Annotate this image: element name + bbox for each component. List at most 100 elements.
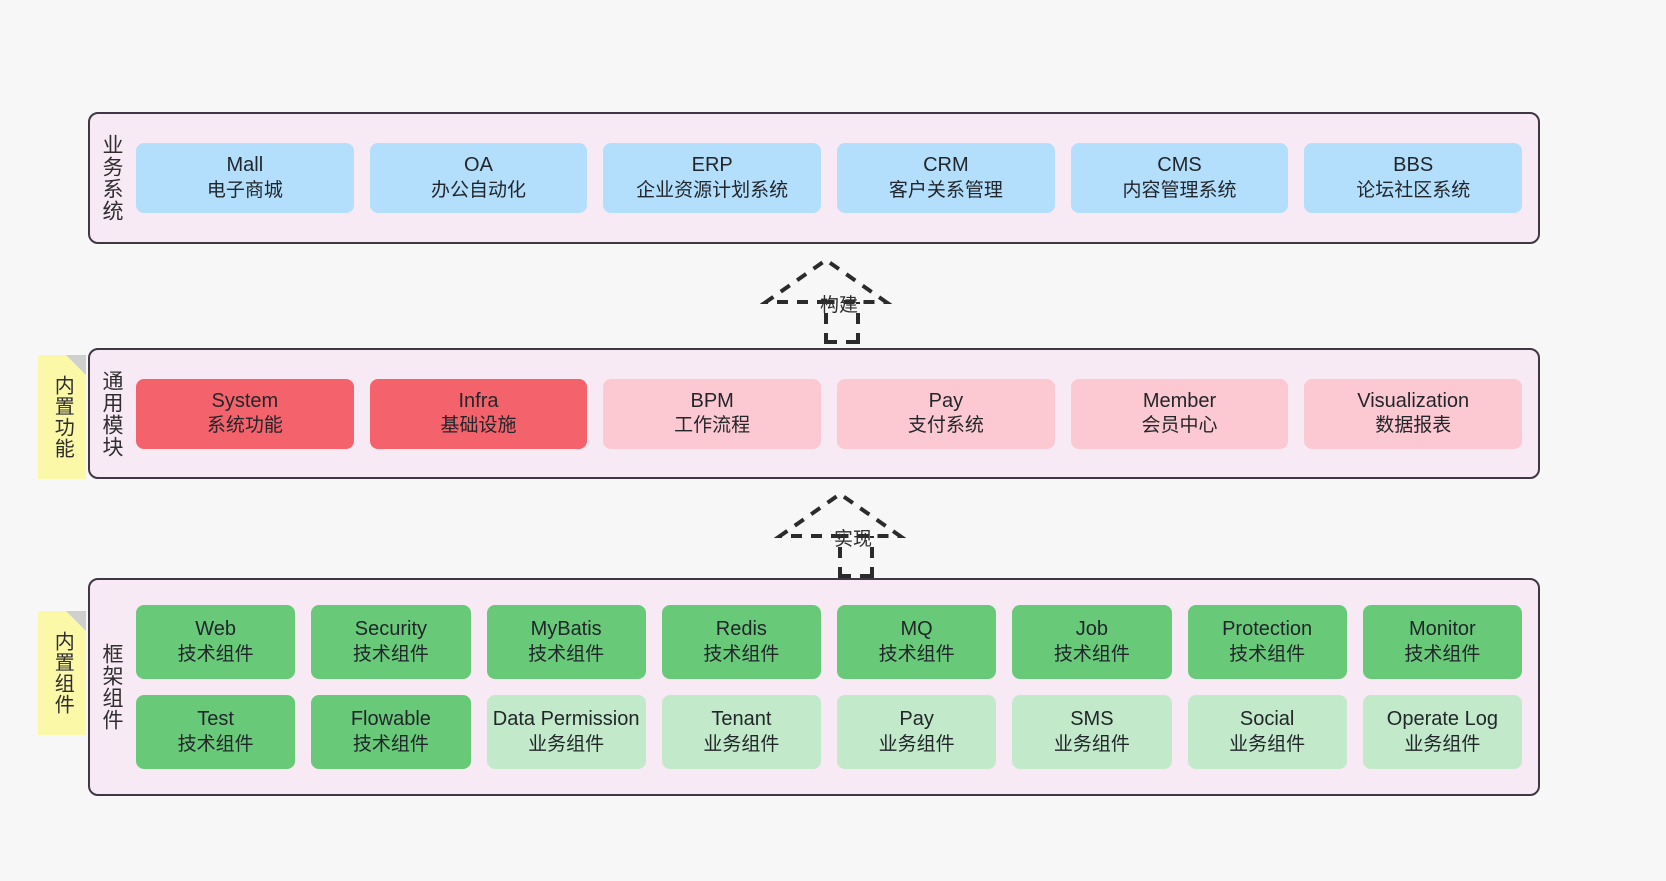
node-subtitle: 会员中心 xyxy=(1141,415,1218,437)
node-title: BPM xyxy=(690,389,734,412)
node-subtitle: 业务组件 xyxy=(1053,733,1130,755)
node-subtitle: 技术组件 xyxy=(703,643,780,665)
node-data-permission[interactable]: Data Permission 业务组件 xyxy=(486,695,646,769)
node-subtitle: 业务组件 xyxy=(1229,733,1306,755)
node-oa[interactable]: OA 办公自动化 xyxy=(369,143,588,213)
node-visualization[interactable]: Visualization 数据报表 xyxy=(1304,378,1523,449)
layer-body-modules: System 系统功能 Infra 基础设施 BPM 工作流程 Pay 支付系统… xyxy=(132,350,1538,477)
node-erp[interactable]: ERP 企业资源计划系统 xyxy=(603,143,822,213)
node-subtitle: 论坛社区系统 xyxy=(1356,179,1471,201)
node-title: ERP xyxy=(691,154,733,177)
node-subtitle: 技术组件 xyxy=(1404,643,1481,665)
node-bbs[interactable]: BBS 论坛社区系统 xyxy=(1304,143,1523,213)
node-title: Data Permission xyxy=(492,708,640,731)
node-mq[interactable]: MQ 技术组件 xyxy=(837,605,997,679)
connector-build: 构建 xyxy=(758,257,908,344)
node-title: Security xyxy=(354,618,427,641)
node-row: Test 技术组件 Flowable 技术组件 Data Permission … xyxy=(136,695,1522,769)
node-title: Member xyxy=(1142,389,1217,412)
connector-implement: 实现 xyxy=(772,491,922,578)
node-title: Operate Log xyxy=(1386,708,1498,731)
node-title: Visualization xyxy=(1357,389,1470,412)
node-subtitle: 业务组件 xyxy=(703,733,780,755)
node-title: Redis xyxy=(715,618,767,641)
node-system[interactable]: System 系统功能 xyxy=(136,378,354,449)
layer-body-business: Mall 电子商城 OA 办公自动化 ERP 企业资源计划系统 CRM 客户关系… xyxy=(132,114,1538,242)
node-flowable[interactable]: Flowable 技术组件 xyxy=(311,695,471,769)
node-title: Infra xyxy=(458,389,499,412)
node-bpm[interactable]: BPM 工作流程 xyxy=(603,378,822,449)
node-title: OA xyxy=(464,154,493,177)
layer-title-framework: 框架组件 xyxy=(99,643,123,731)
node-member[interactable]: Member 会员中心 xyxy=(1070,378,1289,449)
node-web[interactable]: Web 技术组件 xyxy=(136,605,296,679)
node-row: Web 技术组件 Security 技术组件 MyBatis 技术组件 Redi… xyxy=(136,605,1522,679)
node-title: CRM xyxy=(923,154,969,177)
layer-panel-business: 业务系统 Mall 电子商城 OA 办公自动化 ERP 企业资源计划系统 CRM… xyxy=(88,112,1540,244)
node-infra[interactable]: Infra 基础设施 xyxy=(369,378,588,449)
node-test[interactable]: Test 技术组件 xyxy=(136,695,296,769)
node-subtitle: 技术组件 xyxy=(1229,643,1306,665)
connector-label-implement: 实现 xyxy=(834,529,873,550)
node-cms[interactable]: CMS 内容管理系统 xyxy=(1070,143,1289,213)
layer-body-framework: Web 技术组件 Security 技术组件 MyBatis 技术组件 Redi… xyxy=(132,580,1538,794)
layer-panel-modules: 通用模块 System 系统功能 Infra 基础设施 BPM 工作流程 Pay… xyxy=(88,348,1540,479)
node-protection[interactable]: Protection 技术组件 xyxy=(1187,605,1347,679)
node-subtitle: 业务组件 xyxy=(878,733,955,755)
node-row: System 系统功能 Infra 基础设施 BPM 工作流程 Pay 支付系统… xyxy=(136,378,1523,449)
node-title: BBS xyxy=(1393,154,1434,177)
node-operate-log[interactable]: Operate Log 业务组件 xyxy=(1362,695,1522,769)
node-tenant[interactable]: Tenant 业务组件 xyxy=(661,695,821,769)
node-title: Monitor xyxy=(1409,618,1476,641)
sticky-note-builtin-components: 内置组件 xyxy=(38,611,86,735)
node-title: Social xyxy=(1239,708,1295,731)
node-subtitle: 技术组件 xyxy=(177,733,254,755)
node-title: Flowable xyxy=(350,708,431,731)
node-subtitle: 技术组件 xyxy=(352,643,429,665)
node-subtitle: 基础设施 xyxy=(440,415,517,437)
node-mybatis[interactable]: MyBatis 技术组件 xyxy=(486,605,646,679)
node-title: Pay xyxy=(928,389,964,412)
node-pay-business[interactable]: Pay 业务组件 xyxy=(837,695,997,769)
node-job[interactable]: Job 技术组件 xyxy=(1012,605,1172,679)
node-title: System xyxy=(211,389,279,412)
connector-label-build: 构建 xyxy=(820,295,859,316)
node-monitor[interactable]: Monitor 技术组件 xyxy=(1362,605,1522,679)
node-subtitle: 技术组件 xyxy=(878,643,955,665)
node-title: MQ xyxy=(900,618,933,641)
node-subtitle: 支付系统 xyxy=(907,415,984,437)
node-subtitle: 客户关系管理 xyxy=(888,179,1003,201)
node-subtitle: 内容管理系统 xyxy=(1122,179,1237,201)
node-subtitle: 技术组件 xyxy=(177,643,254,665)
node-subtitle: 办公自动化 xyxy=(431,179,527,201)
node-redis[interactable]: Redis 技术组件 xyxy=(661,605,821,679)
node-subtitle: 工作流程 xyxy=(674,415,751,437)
node-pay[interactable]: Pay 支付系统 xyxy=(837,378,1055,449)
node-social[interactable]: Social 业务组件 xyxy=(1187,695,1347,769)
node-subtitle: 企业资源计划系统 xyxy=(636,179,789,201)
node-subtitle: 数据报表 xyxy=(1375,415,1452,437)
node-title: Web xyxy=(195,618,236,641)
node-subtitle: 技术组件 xyxy=(528,643,605,665)
node-security[interactable]: Security 技术组件 xyxy=(311,605,471,679)
layer-title-modules: 通用模块 xyxy=(99,369,123,458)
node-sms[interactable]: SMS 业务组件 xyxy=(1012,695,1172,769)
node-subtitle: 技术组件 xyxy=(1053,643,1130,665)
node-title: Test xyxy=(197,708,234,731)
node-subtitle: 业务组件 xyxy=(1404,733,1481,755)
node-mall[interactable]: Mall 电子商城 xyxy=(136,143,354,213)
node-title: Job xyxy=(1075,618,1108,641)
sticky-note-builtin-features: 内置功能 xyxy=(38,355,86,479)
node-subtitle: 电子商城 xyxy=(206,179,283,201)
node-subtitle: 业务组件 xyxy=(528,733,605,755)
layer-title-business: 业务系统 xyxy=(99,134,123,222)
node-title: MyBatis xyxy=(530,618,602,641)
layer-panel-framework: 框架组件 Web 技术组件 Security 技术组件 MyBatis 技术组件… xyxy=(88,578,1540,796)
node-title: SMS xyxy=(1070,708,1114,731)
node-title: Tenant xyxy=(711,708,772,731)
node-title: Protection xyxy=(1222,618,1313,641)
node-crm[interactable]: CRM 客户关系管理 xyxy=(837,143,1055,213)
node-subtitle: 技术组件 xyxy=(352,733,429,755)
node-row: Mall 电子商城 OA 办公自动化 ERP 企业资源计划系统 CRM 客户关系… xyxy=(136,143,1523,213)
